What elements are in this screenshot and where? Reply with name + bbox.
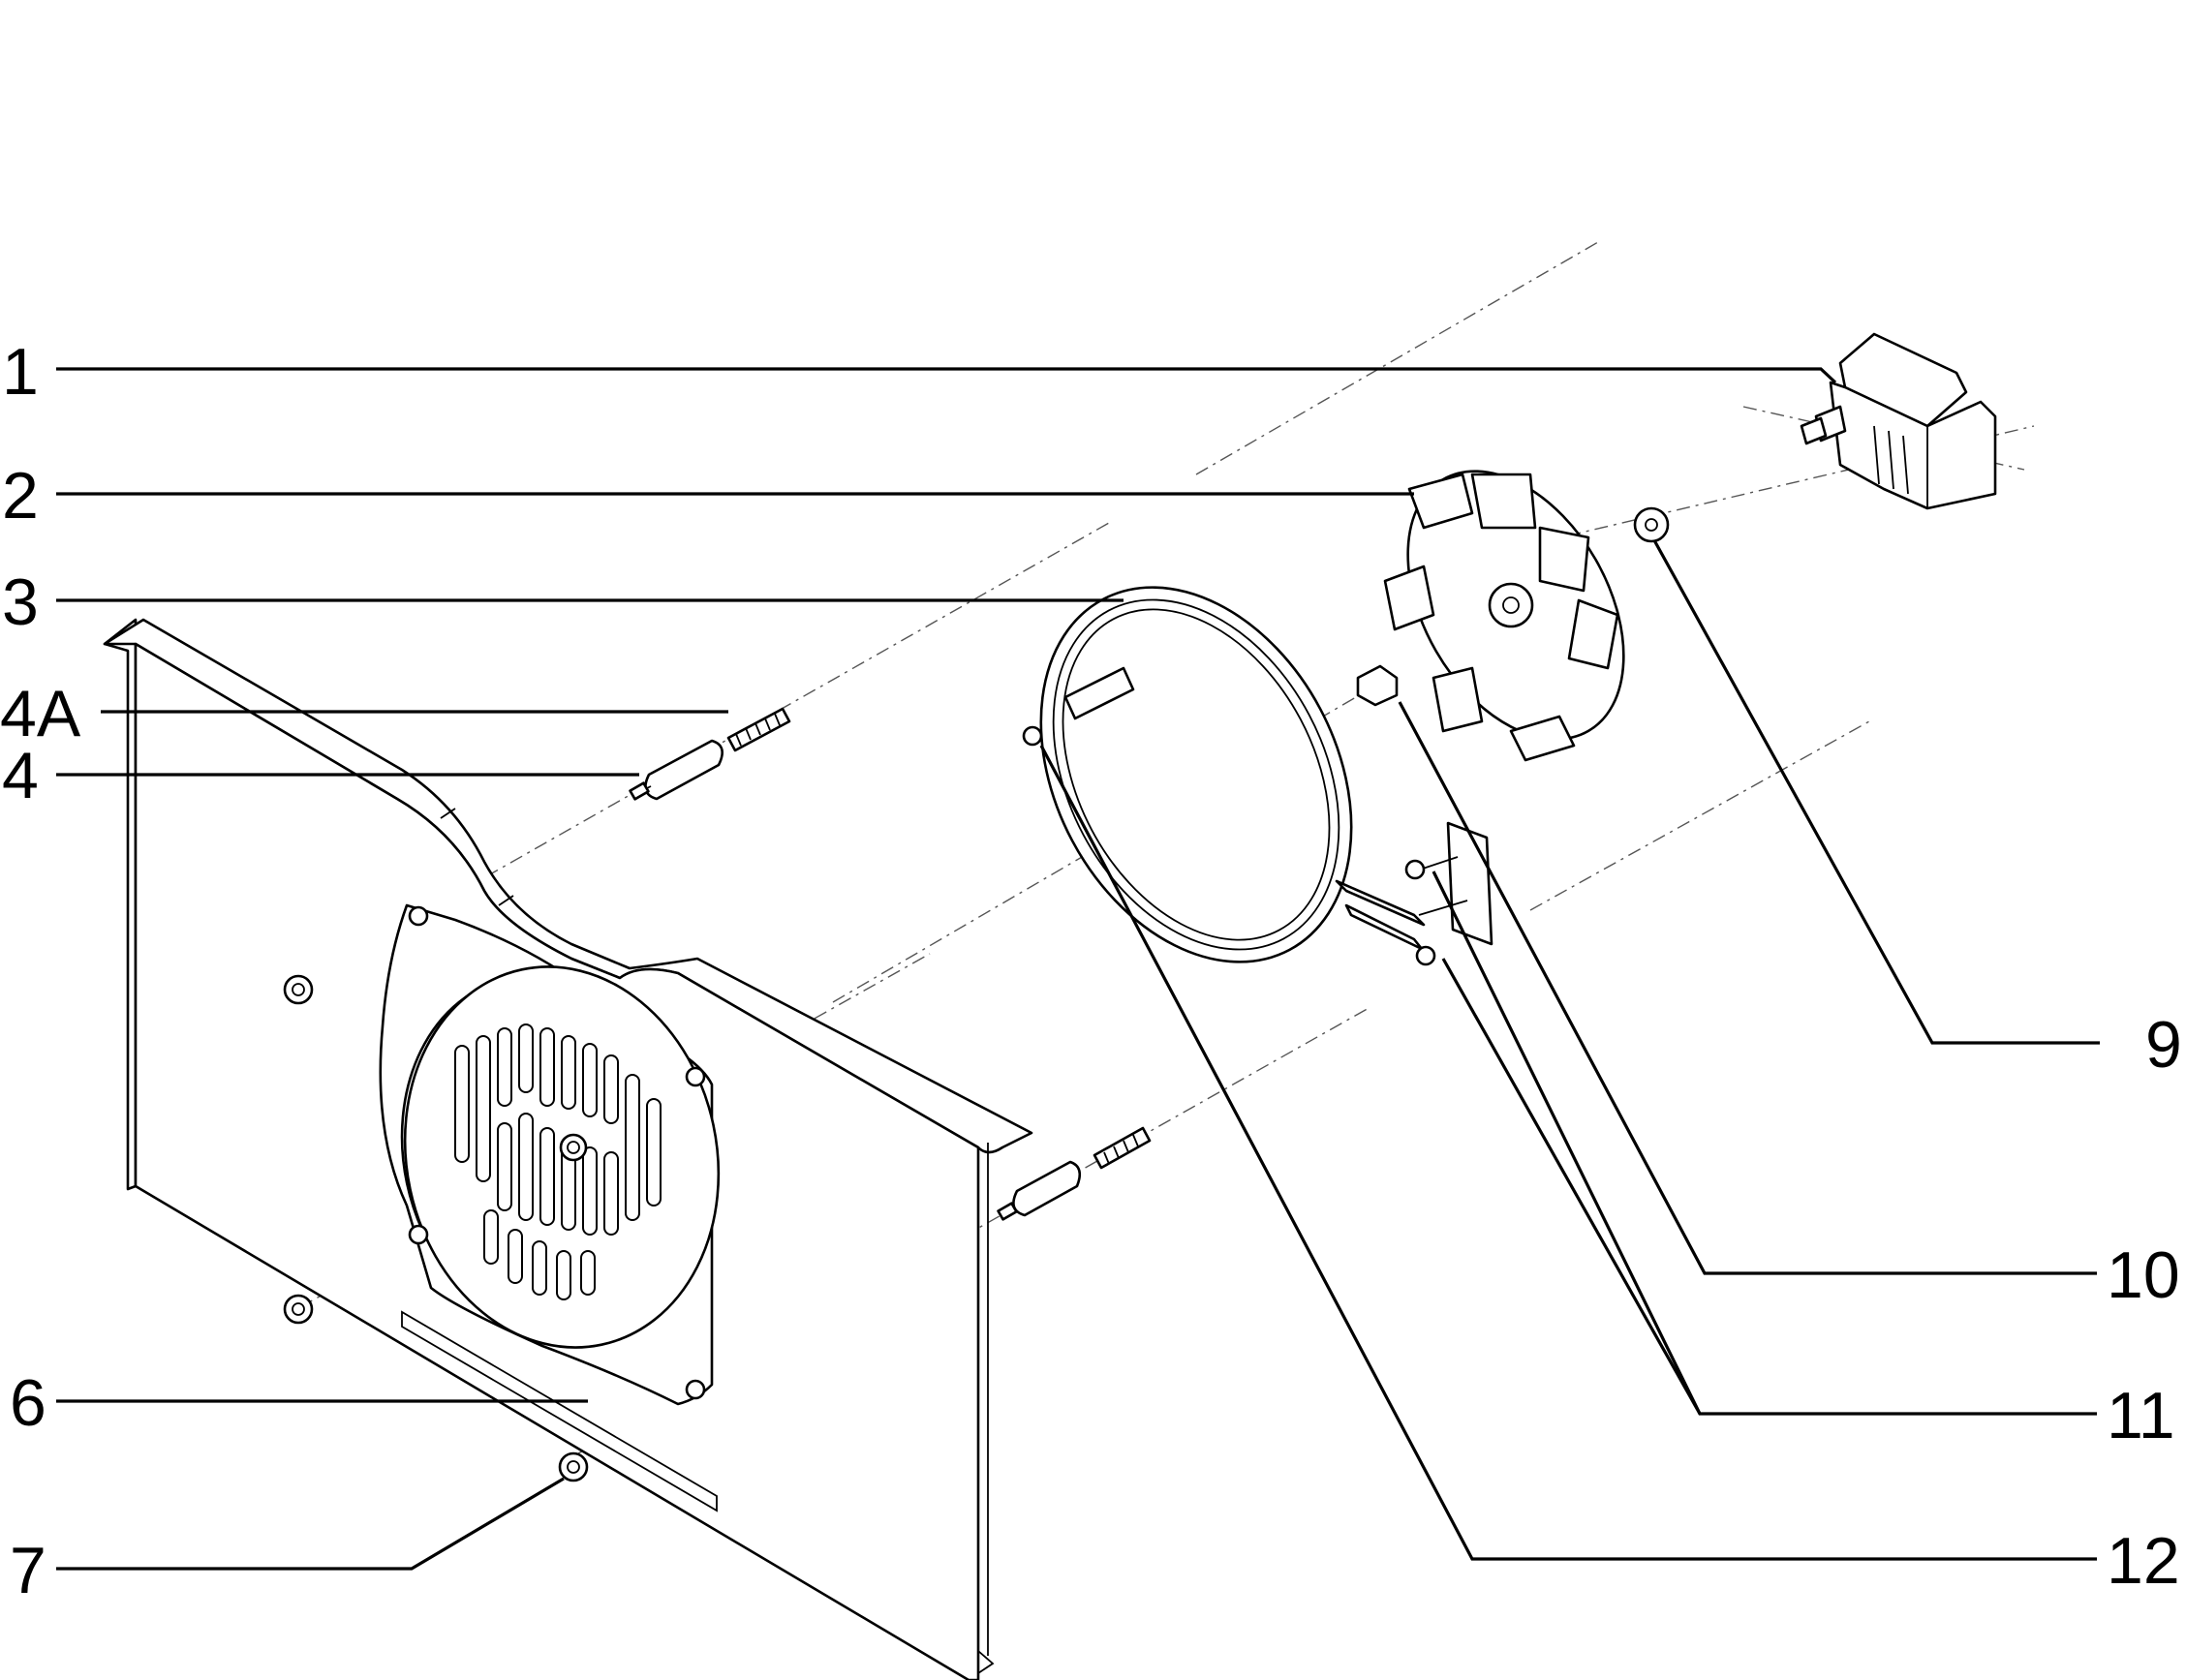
- callout-9: 9: [2145, 1008, 2182, 1082]
- standoff-upper: [629, 739, 724, 801]
- callout-11: 11: [2107, 1379, 2175, 1452]
- leader-lines: [56, 367, 2100, 1571]
- callout-7: 7: [10, 1534, 46, 1607]
- callout-labels: 1 2 3 4A 4 6 7 9 10 11 12: [0, 335, 2182, 1607]
- screws: [1022, 725, 1436, 966]
- callout-10: 10: [2107, 1238, 2180, 1312]
- standoff-lower: [997, 1160, 1082, 1221]
- stud-upper: [726, 707, 791, 752]
- callout-12: 12: [2107, 1524, 2180, 1598]
- callout-3: 3: [2, 565, 39, 639]
- stud-lower: [1093, 1126, 1152, 1170]
- panel-nuts: [283, 974, 589, 1482]
- motor: [1800, 332, 1997, 510]
- fan-shroud: [379, 903, 721, 1406]
- heating-element: [1039, 586, 1493, 963]
- grille-slots: [454, 1023, 662, 1300]
- callout-1: 1: [2, 335, 39, 409]
- washer: [1633, 506, 1670, 543]
- callout-4a: 4A: [0, 677, 81, 750]
- callout-2: 2: [2, 459, 39, 533]
- hex-nut: [1356, 664, 1399, 707]
- callout-6: 6: [10, 1366, 46, 1440]
- callout-4: 4: [2, 739, 39, 812]
- fan-blade: [1383, 470, 1625, 762]
